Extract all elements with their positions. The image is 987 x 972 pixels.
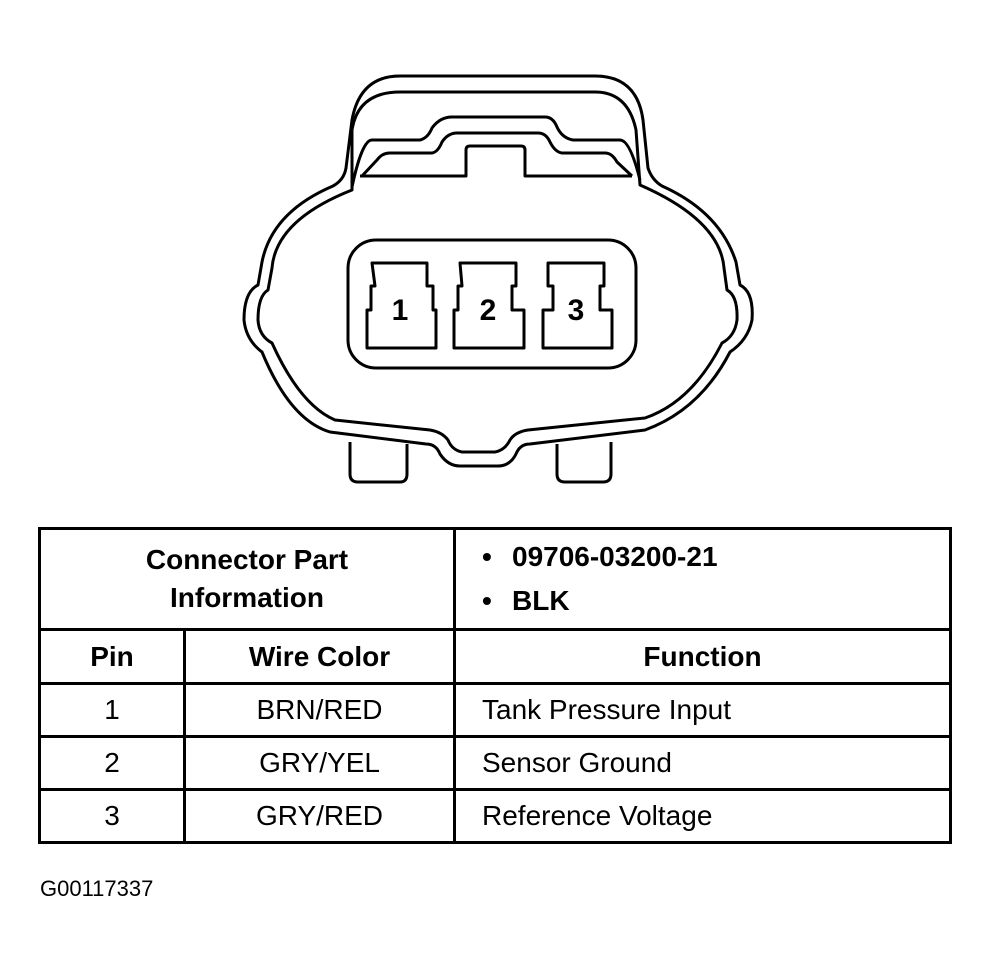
connector-inner-shell	[256, 90, 739, 454]
function-cell: Tank Pressure Input	[453, 682, 952, 738]
pin-cell: 2	[38, 735, 186, 791]
part-info-row: Connector Part Information • 09706-03200-…	[38, 527, 952, 631]
connector-latch-inner	[360, 131, 634, 178]
figure-id-caption: G00117337	[40, 876, 154, 901]
column-header-row: Pin Wire Color Function	[38, 628, 952, 685]
wire-color-cell: GRY/RED	[183, 788, 456, 844]
part-info-title-cell: Connector Part Information	[38, 527, 456, 631]
connector-latch-tab	[360, 144, 632, 178]
wire-color-cell: BRN/RED	[183, 682, 456, 738]
pin-cell: 1	[38, 682, 186, 738]
header-pin: Pin	[38, 628, 186, 685]
pin-number-3: 3	[567, 294, 585, 327]
connector-color-item: • BLK	[482, 579, 949, 623]
connector-foot-right	[555, 442, 613, 484]
pin-terminal-2	[452, 261, 526, 350]
header-wire-color: Wire Color	[183, 628, 456, 685]
function-cell: Reference Voltage	[453, 788, 952, 844]
part-info-values-cell: • 09706-03200-21 • BLK	[453, 527, 952, 631]
connector-latch-outer	[350, 115, 642, 188]
wire-color-cell: GRY/YEL	[183, 735, 456, 791]
connector-info-table: Connector Part Information • 09706-03200-…	[38, 527, 952, 844]
bullet-icon: •	[482, 541, 492, 572]
pin-cell: 3	[38, 788, 186, 844]
connector-foot-left	[348, 442, 409, 484]
bullet-icon: •	[482, 585, 492, 616]
header-function: Function	[453, 628, 952, 685]
connector-outline-drawing	[242, 74, 754, 484]
table-row: 1 BRN/RED Tank Pressure Input	[38, 682, 952, 738]
part-info-title-line2: Information	[170, 582, 324, 613]
pin-number-2: 2	[479, 294, 497, 327]
part-info-title-line1: Connector Part	[145, 544, 349, 575]
part-number: 09706-03200-21	[512, 541, 718, 572]
connector-color: BLK	[512, 585, 570, 616]
pin-cavity-frame	[346, 238, 638, 370]
connector-outer-shell	[242, 74, 754, 468]
pin-number-1: 1	[391, 294, 409, 327]
table-row: 2 GRY/YEL Sensor Ground	[38, 735, 952, 791]
function-cell: Sensor Ground	[453, 735, 952, 791]
table-row: 3 GRY/RED Reference Voltage	[38, 788, 952, 844]
part-number-item: • 09706-03200-21	[482, 535, 949, 579]
pin-terminal-1	[365, 261, 438, 350]
pin-terminal-3	[541, 261, 614, 350]
